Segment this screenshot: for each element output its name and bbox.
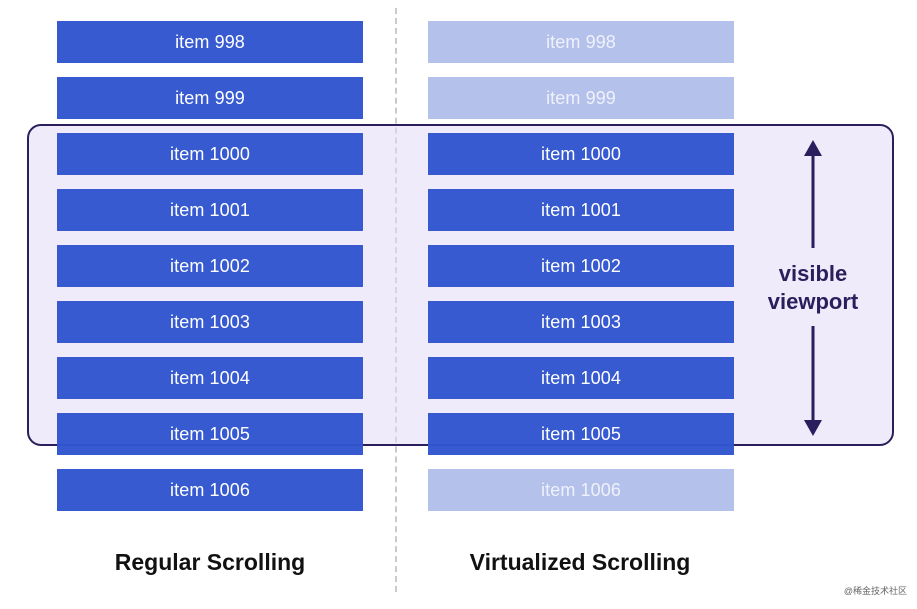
- list-item: item 1002: [57, 245, 363, 287]
- watermark: @稀金技术社区: [843, 586, 907, 596]
- list-item: item 998: [428, 21, 734, 63]
- viewport-label-line1: visible: [778, 261, 848, 286]
- list-item: item 999: [428, 77, 734, 119]
- list-item: item 1000: [428, 133, 734, 175]
- list-item: item 1001: [57, 189, 363, 231]
- double-arrow-icon: [804, 140, 822, 436]
- list-item: item 1001: [428, 189, 734, 231]
- list-item: item 1005: [57, 413, 363, 455]
- regular-scrolling-list: item 998 item 999 item 1000 item 1001 item 1…: [57, 21, 363, 525]
- list-item: item 1002: [428, 245, 734, 287]
- list-item: item 1004: [428, 357, 734, 399]
- list-item: item 1003: [57, 301, 363, 343]
- viewport-label: visible viewport: [752, 260, 874, 316]
- list-item: item 1004: [57, 357, 363, 399]
- list-item: item 999: [57, 77, 363, 119]
- list-item: item 998: [57, 21, 363, 63]
- list-item: item 1006: [428, 469, 734, 511]
- virtualized-scrolling-caption: Virtualized Scrolling: [469, 549, 691, 575]
- list-item: item 1006: [57, 469, 363, 511]
- list-item: item 1003: [428, 301, 734, 343]
- viewport-label-line2: viewport: [767, 289, 859, 314]
- list-item: item 1000: [57, 133, 363, 175]
- list-item: item 1005: [428, 413, 734, 455]
- virtualized-scrolling-list: item 998 item 999 item 1000 item 1001 item 1…: [428, 21, 734, 525]
- regular-scrolling-caption: Regular Scrolling: [114, 549, 306, 575]
